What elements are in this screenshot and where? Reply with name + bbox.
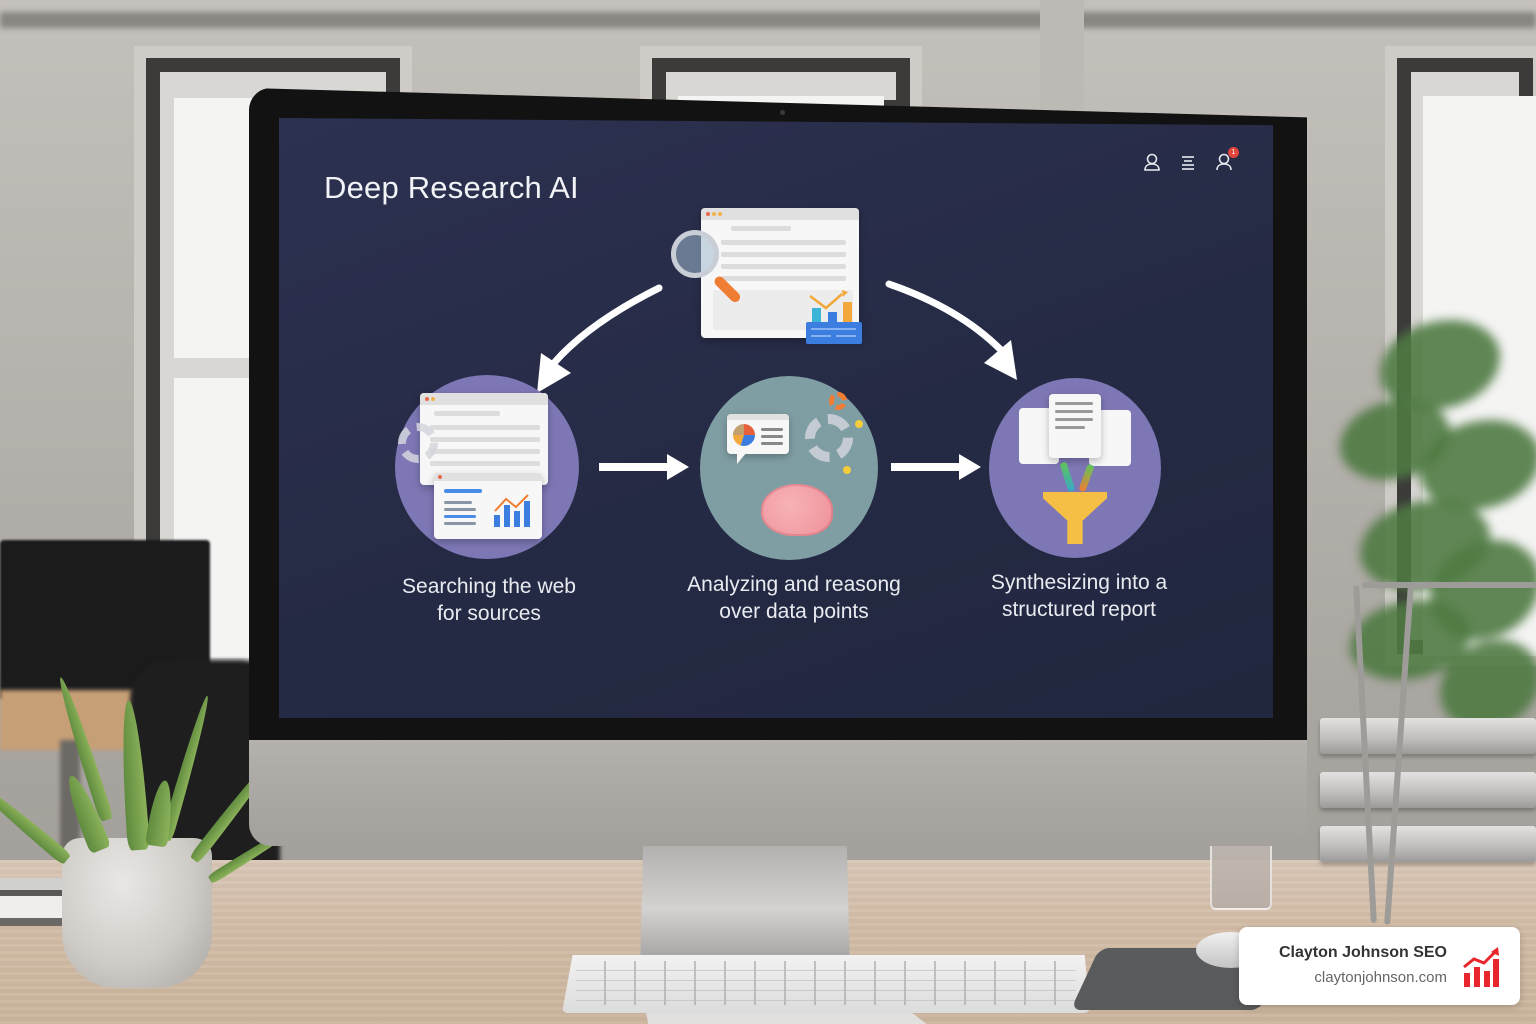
pie-chart-icon [733,424,755,446]
brain-icon [761,484,833,536]
brand-watermark[interactable]: Clayton Johnson SEO claytonjohnson.com [1239,927,1520,1005]
topbar: 1 [1143,147,1239,172]
curved-arrows [537,280,1017,393]
arrow-right-1 [599,454,689,480]
paper-tray [1320,718,1536,754]
ficus-plant [1340,320,1536,740]
background-desk-leg [60,740,80,870]
arrow-right-2 [891,454,981,480]
notification-badge: 1 [1228,147,1239,158]
gear-icon [398,423,438,463]
brand-url[interactable]: claytonjohnson.com [1314,969,1447,986]
document-funnel-icon [1009,388,1149,548]
bar-chart-card-icon [806,288,864,346]
step-label-synthesize: Synthesizing into a structured report [990,571,1168,621]
growth-chart-icon [1463,947,1499,987]
funnel-icon [1043,492,1107,544]
step-label-analyze: Analyzing and reasong over data points [687,573,901,623]
gear-icon [805,414,853,462]
ceiling-beam [0,12,1536,28]
webcam [780,110,785,115]
app-title: Deep Research AI [324,170,579,205]
monitor: Deep Research AI [249,88,1307,1024]
browser-search-analytics-icon [671,208,881,348]
keyboard [562,955,1090,1013]
notifications-user-icon[interactable]: 1 [1215,147,1239,172]
magnifying-glass-icon [671,230,719,278]
paper-tray [1320,826,1536,862]
brain-analysis-icon [709,386,869,546]
user-icon[interactable] [1143,152,1161,172]
web-search-icon [396,393,556,543]
menu-icon[interactable] [1179,152,1197,172]
plant-pot [62,838,212,988]
screen: Deep Research AI [279,118,1273,718]
small-gear-icon [829,392,847,410]
step-label-search: Searching the web for sources [402,575,576,625]
paper-tray [1320,772,1536,808]
brand-name: Clayton Johnson SEO [1278,944,1447,961]
